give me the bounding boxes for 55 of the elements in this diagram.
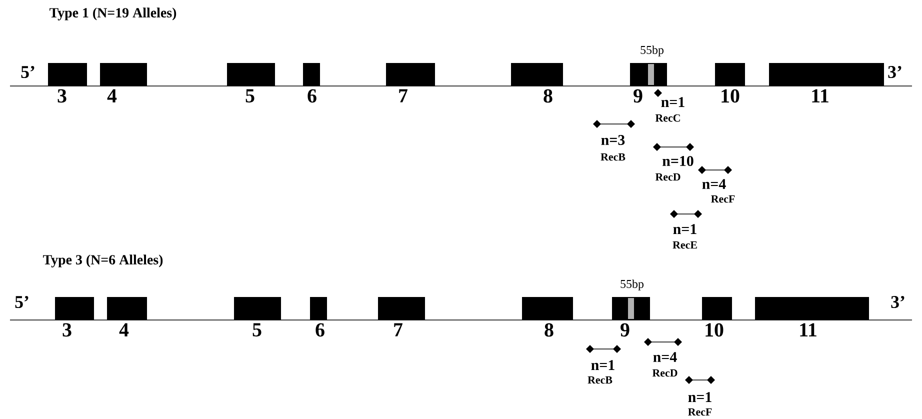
node-label: 8 — [544, 323, 554, 337]
count-label: n=1 — [661, 97, 684, 107]
interval-label: RecB — [588, 376, 612, 384]
exon-box: 8 — [511, 63, 563, 103]
node-label: 6 — [308, 89, 316, 103]
count-label: n=1 — [591, 360, 614, 370]
node-label: 10 — [722, 89, 740, 103]
node-label: 3 — [62, 323, 72, 337]
count-label: n=4 — [653, 352, 677, 362]
node-label: 4 — [107, 89, 117, 102]
exon-box: 5 — [234, 297, 281, 336]
exon-box: 6 — [303, 63, 320, 103]
count-label: n=10 — [662, 156, 694, 166]
exon-box: 6 — [310, 297, 327, 337]
interval-label: RecD — [655, 173, 680, 181]
node-label: 5 — [252, 323, 262, 336]
count-label: n=3 — [601, 135, 625, 146]
panel-heading: Type 3 (N=6 Alleles) — [43, 254, 163, 268]
node-label: 11 — [800, 323, 816, 336]
count-label: n=1 — [673, 224, 696, 234]
interval-label: RecD — [652, 369, 678, 377]
strand-end-label: 5’ — [15, 296, 28, 308]
node-label: 10 — [706, 323, 724, 337]
node-label: 7 — [394, 323, 402, 336]
node-label: 3 — [58, 89, 66, 103]
interval-label: RecF — [688, 408, 712, 416]
exon-box: 11 — [769, 63, 884, 102]
exon-box: 7 — [378, 297, 425, 336]
exon-box: 5 — [227, 63, 275, 102]
exon-box: 9 — [612, 297, 650, 337]
panel-heading: Type 1 (N=19 Alleles) — [50, 8, 176, 20]
node-label: 4 — [119, 323, 129, 336]
strand-end-label: 3’ — [891, 296, 904, 308]
interval-label: RecC — [655, 114, 680, 122]
node-label: 6 — [316, 323, 324, 337]
count-label: n=1 — [688, 392, 712, 402]
exon-box: 4 — [100, 63, 147, 102]
exon-box: 3 — [48, 63, 87, 103]
exon-box: 7 — [386, 63, 435, 102]
exon-box: 10 — [702, 297, 732, 337]
interval-label: RecF — [711, 195, 735, 203]
exon-box: 10 — [715, 63, 745, 103]
exon-box: 3 — [55, 297, 94, 337]
node-label: 9 — [634, 89, 642, 103]
node-label: 7 — [399, 89, 408, 102]
node-label: 11 — [812, 89, 828, 102]
exon-box: 4 — [107, 297, 147, 336]
node-label: 5 — [246, 89, 254, 102]
exon-box: 8 — [522, 297, 573, 337]
node-label: 9 — [620, 323, 630, 337]
count-label: n=4 — [702, 179, 726, 189]
node-label: 8 — [544, 89, 552, 103]
interval-label: RecB — [600, 153, 626, 161]
interval-label: RecE — [672, 241, 697, 249]
exon-box: 11 — [755, 297, 869, 336]
